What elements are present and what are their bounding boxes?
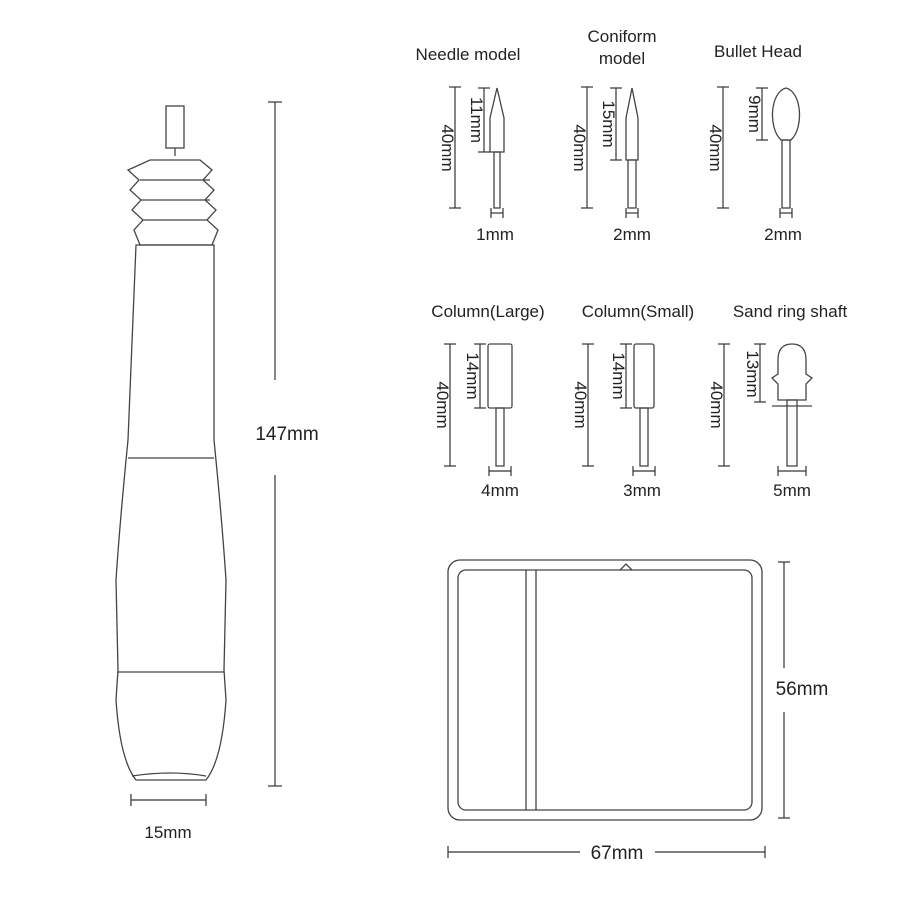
bit-needle: Needle model 40mm 11mm 1mm — [416, 45, 521, 244]
bit-head-label: 11mm — [467, 97, 486, 143]
bit-head — [771, 87, 801, 141]
bit-title: Bullet Head — [714, 42, 802, 61]
bit-title-line2: model — [599, 49, 645, 68]
bit-head-label: 14mm — [463, 352, 482, 399]
drill-body — [115, 244, 227, 781]
bit-head — [489, 87, 505, 153]
bit-shaft — [493, 151, 501, 209]
bit-diameter-label: 3mm — [623, 481, 661, 500]
bit-sand-ring-shaft: Sand ring shaft 40mm 13mm 5mm — [707, 302, 847, 500]
bit-head-label: 13mm — [743, 350, 762, 397]
bit-diameter-label: 4mm — [481, 481, 519, 500]
bit-diameter-label: 2mm — [613, 225, 651, 244]
bit-length-label: 40mm — [706, 124, 725, 171]
bit-diameter-label: 5mm — [773, 481, 811, 500]
controller-inner — [457, 569, 753, 811]
bit-column-small: Column(Small) 40mm 14mm 3mm — [571, 302, 694, 500]
bit-bullet-head: Bullet Head 40mm 9mm 2mm — [706, 42, 802, 244]
bit-head-label: 9mm — [745, 95, 764, 133]
bit-title: Coniform — [588, 27, 657, 46]
bit-head — [633, 343, 655, 409]
bit-length-label: 40mm — [571, 381, 590, 428]
bit-shaft — [495, 407, 505, 467]
drill-pen: 147mm 15mm — [115, 101, 319, 842]
bit-shaft — [781, 139, 791, 209]
controller-height-label: 56mm — [776, 679, 829, 700]
bit-diameter-label: 2mm — [764, 225, 802, 244]
bit-coniform: Coniform model 40mm 15mm 2mm — [570, 27, 656, 244]
drill-nose-cone — [126, 159, 219, 246]
bit-shaft — [639, 407, 649, 467]
bit-title: Needle model — [416, 45, 521, 64]
bit-title: Column(Small) — [582, 302, 694, 321]
controller-box: 56mm 67mm — [447, 559, 829, 864]
bit-shaft — [786, 399, 798, 467]
controller-outer — [447, 559, 763, 821]
bit-head-label: 15mm — [599, 100, 618, 147]
bit-shaft — [627, 159, 637, 209]
drill-length-label: 147mm — [255, 424, 318, 445]
bit-length-label: 40mm — [707, 381, 726, 428]
bit-head — [487, 343, 513, 409]
bit-diameter-label: 1mm — [476, 225, 514, 244]
bit-head — [770, 343, 814, 401]
bit-length-label: 40mm — [433, 381, 452, 428]
drill-collet — [165, 105, 185, 149]
bit-title: Column(Large) — [431, 302, 544, 321]
bit-length-label: 40mm — [438, 124, 457, 171]
drill-width-label: 15mm — [144, 823, 191, 842]
bit-column-large: Column(Large) 40mm 14mm 4mm — [431, 302, 544, 500]
bit-head — [625, 87, 639, 161]
controller-width-label: 67mm — [591, 843, 644, 864]
bit-head-label: 14mm — [609, 352, 628, 399]
bit-length-label: 40mm — [570, 124, 589, 171]
bit-title: Sand ring shaft — [733, 302, 848, 321]
